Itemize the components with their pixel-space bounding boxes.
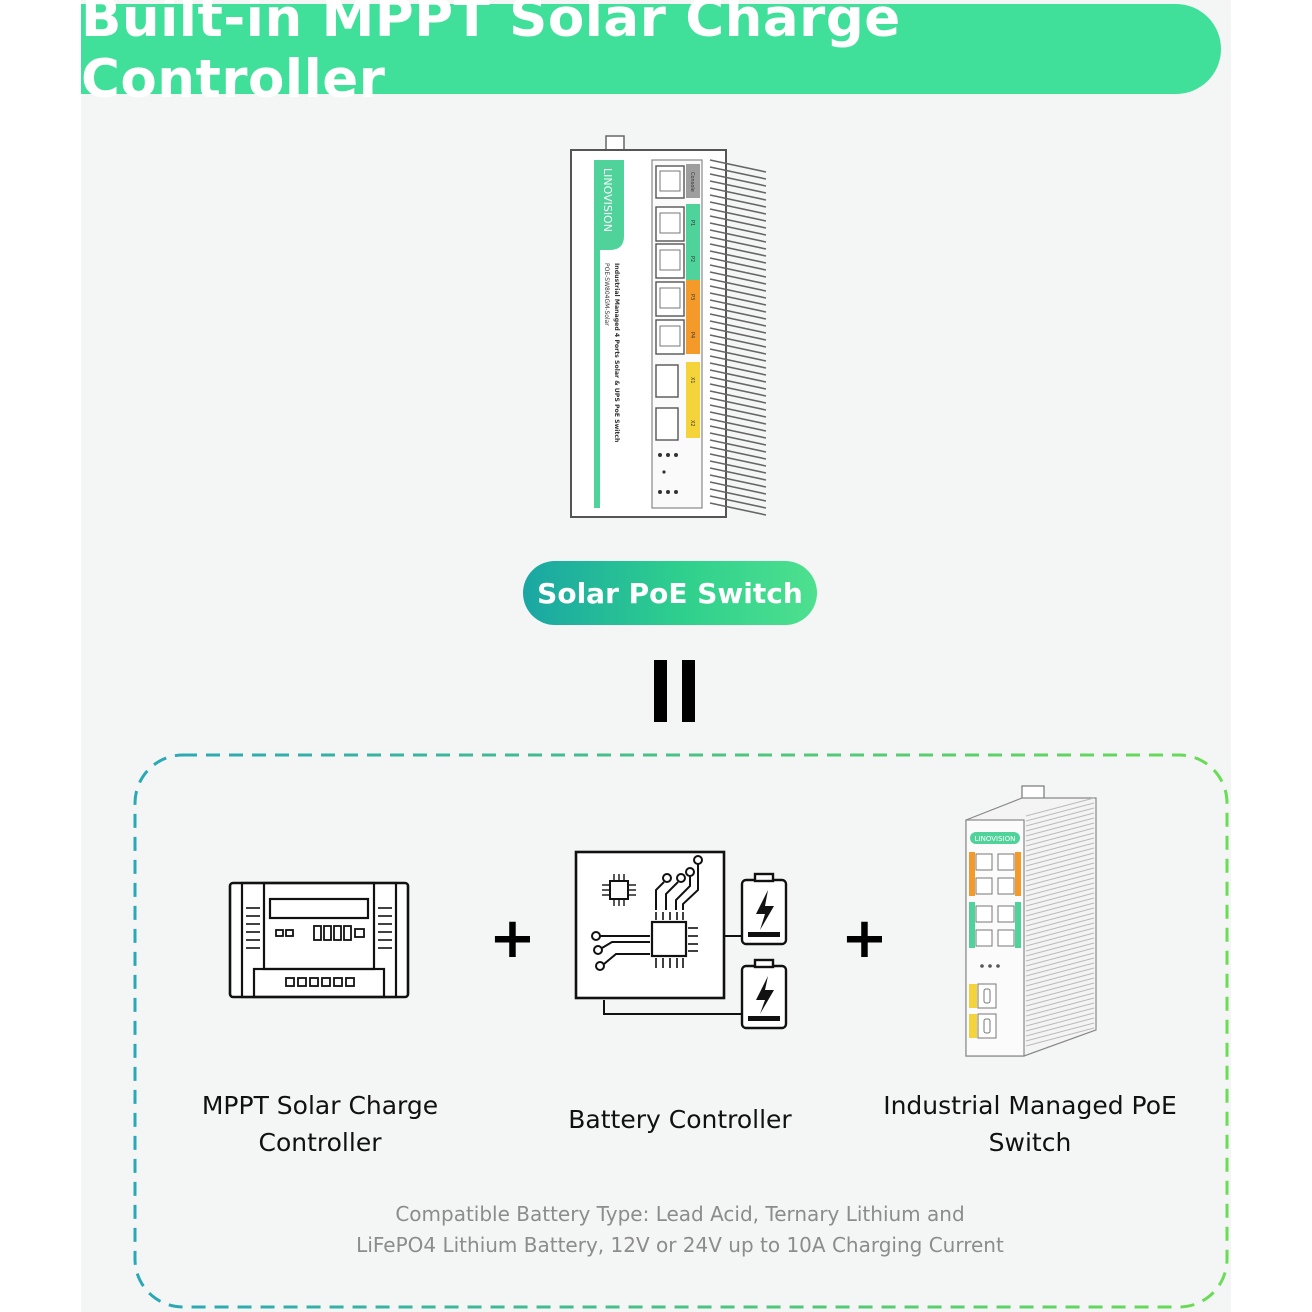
page-title: Built-in MPPT Solar Charge Controller — [81, 0, 901, 110]
label-poe-switch: Industrial Managed PoE Switch — [860, 1087, 1200, 1161]
equals-sign-icon — [654, 660, 696, 722]
plus-icon: + — [841, 906, 888, 971]
switch-brand: LINOVISION — [975, 835, 1016, 843]
port-label-x2: X2 — [689, 420, 695, 427]
hero-product-line: Industrial Managed 4 Ports Solar & UPS P… — [613, 263, 620, 442]
port-label-p4: P4 — [689, 332, 695, 338]
note-line1: Compatible Battery Type: Lead Acid, Tern… — [395, 1202, 965, 1226]
port-label-console: Console — [689, 172, 695, 192]
label-battery-line1: Battery Controller — [568, 1105, 792, 1134]
hero-model: POE-SW804GM-Solar — [603, 263, 610, 326]
port-label-p3: P3 — [689, 294, 695, 300]
port-label-p2: P2 — [689, 256, 695, 262]
port-label-p1: P1 — [689, 220, 695, 226]
note-line2: LiFePO4 Lithium Battery, 12V or 24V up t… — [356, 1233, 1004, 1257]
battery-controller-icon — [574, 850, 788, 1030]
solar-poe-switch-illustration: LINOVISION Industrial Managed 4 Ports So… — [570, 135, 767, 518]
label-switch-line1: Industrial Managed PoE — [883, 1091, 1177, 1120]
port-label-x1: X1 — [689, 377, 695, 384]
pill-label: Solar PoE Switch — [537, 576, 803, 610]
title-banner: Built-in MPPT Solar Charge Controller — [81, 0, 1221, 110]
solar-poe-switch-pill: Solar PoE Switch — [523, 561, 817, 625]
plus-icon: + — [489, 906, 536, 971]
label-mppt-line1: MPPT Solar Charge — [201, 1091, 439, 1120]
battery-compatibility-note: Compatible Battery Type: Lead Acid, Tern… — [280, 1199, 1080, 1261]
label-mppt-controller: MPPT Solar Charge Controller — [160, 1087, 480, 1161]
solar-charge-controller-icon — [228, 881, 410, 999]
label-battery-controller: Battery Controller — [520, 1101, 840, 1138]
hero-brand: LINOVISION — [601, 168, 614, 232]
label-switch-line2: Switch — [988, 1128, 1072, 1157]
label-mppt-line2: Controller — [258, 1128, 382, 1157]
components-dashed-frame — [133, 753, 1229, 1309]
poe-switch-icon: LINOVISION — [965, 785, 1097, 1057]
